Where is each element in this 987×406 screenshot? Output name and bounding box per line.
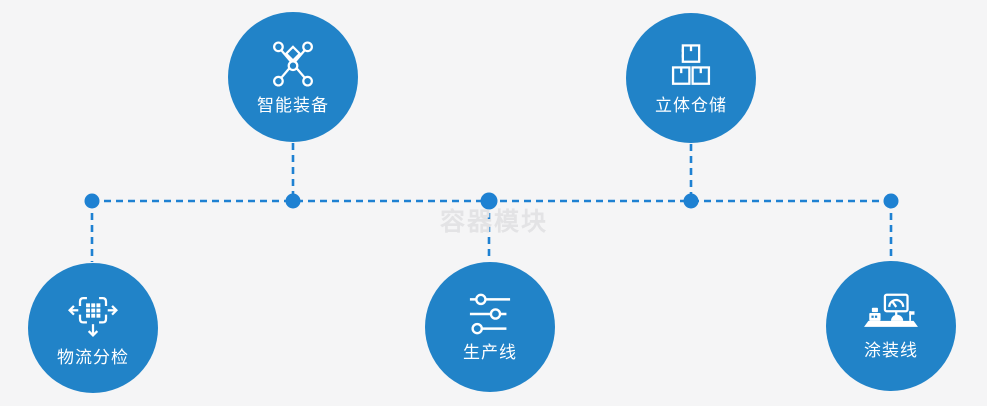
diagram-node: 生产线 bbox=[425, 262, 555, 392]
node-label: 生产线 bbox=[463, 343, 517, 362]
diagram-node: 立体仓储 bbox=[626, 13, 756, 143]
stacked-boxes-icon bbox=[669, 42, 713, 88]
node-label: 物流分检 bbox=[57, 347, 129, 367]
watermark-text: 容器模块 bbox=[439, 208, 549, 236]
node-label: 涂装线 bbox=[864, 341, 918, 360]
node-label: 智能装备 bbox=[257, 96, 329, 115]
machine-station-icon bbox=[862, 293, 920, 333]
diagram-node: 智能装备 bbox=[228, 12, 358, 142]
sliders-icon bbox=[467, 293, 513, 335]
diagram-node: 涂装线 bbox=[826, 261, 956, 391]
sort-distribute-icon bbox=[67, 291, 119, 340]
node-label: 立体仓储 bbox=[655, 96, 727, 115]
diagram-node: 物流分检 bbox=[28, 263, 158, 393]
network-nodes-icon bbox=[267, 40, 319, 88]
